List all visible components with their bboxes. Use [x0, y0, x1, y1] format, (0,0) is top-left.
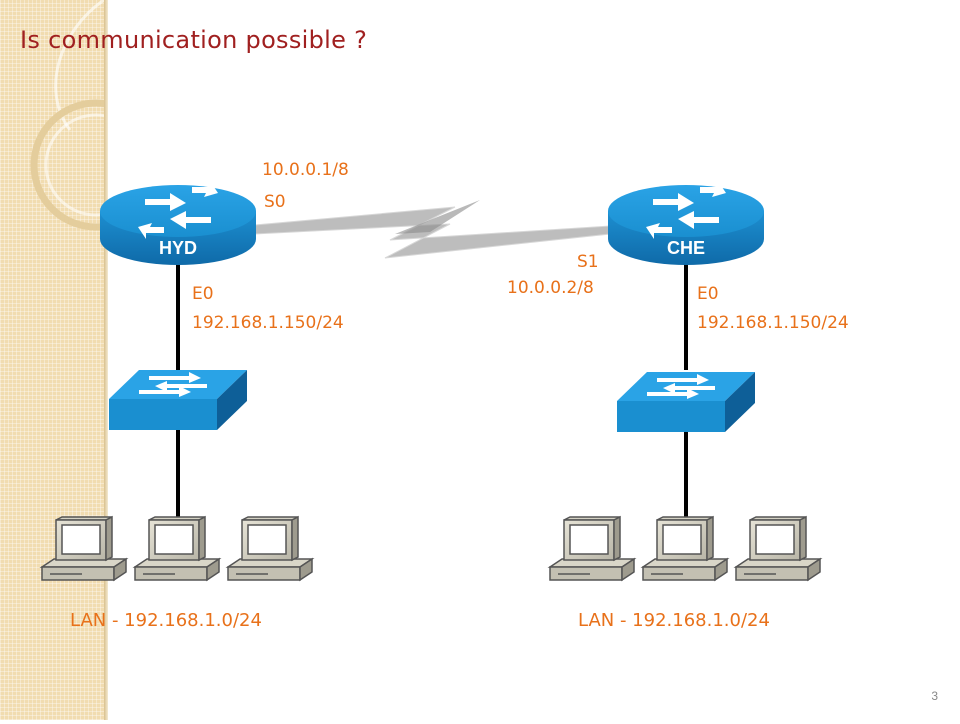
hyd-router-label: HYD: [158, 238, 197, 258]
che-switch-icon: [617, 372, 755, 432]
che-serial-iface: S1: [577, 252, 599, 272]
che-router-icon: [608, 181, 764, 265]
hyd-lan-label: LAN - 192.168.1.0/24: [70, 610, 262, 631]
che-serial-ip: 10.0.0.2/8: [507, 278, 594, 298]
che-lan-label: LAN - 192.168.1.0/24: [578, 610, 770, 631]
page-number: 3: [931, 689, 938, 703]
hyd-eth-ip: 192.168.1.150/24: [192, 313, 344, 333]
hyd-computer-icon: [225, 515, 315, 582]
che-eth-iface: E0: [697, 284, 719, 304]
che-router-label: CHE: [666, 238, 705, 258]
hyd-eth-iface: E0: [192, 284, 214, 304]
hyd-serial-iface: S0: [264, 192, 286, 212]
che-computer-icon: [547, 515, 637, 582]
hyd-switch-icon: [109, 370, 247, 430]
hyd-serial-ip: 10.0.0.1/8: [262, 160, 349, 180]
serial-link-icon: [254, 200, 611, 259]
che-computer-icon: [733, 515, 823, 582]
sidebar-edge: [104, 0, 108, 720]
hyd-router-icon: [100, 181, 256, 265]
decorative-sidebar: [0, 0, 162, 720]
hyd-computer-icon: [39, 515, 129, 582]
che-computer-icon: [640, 515, 730, 582]
slide-title: Is communication possible ?: [20, 26, 368, 54]
hyd-computer-icon: [132, 515, 222, 582]
che-eth-ip: 192.168.1.150/24: [697, 313, 849, 333]
